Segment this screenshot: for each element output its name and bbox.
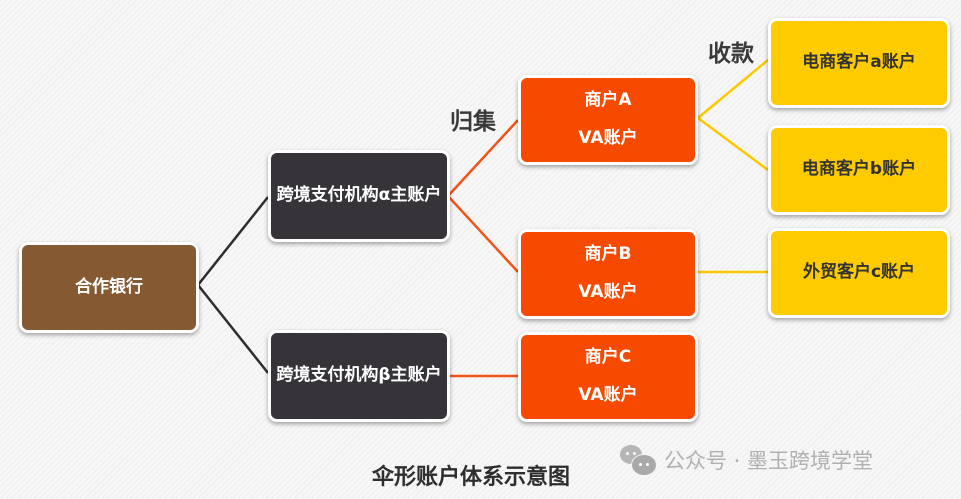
connector-merchant-a-to-clients (695, 59, 769, 172)
receive-label: 收款 (708, 41, 754, 67)
client-a-label: 电商客户a账户 (802, 52, 916, 73)
merchant-a-name: 商户A (584, 90, 632, 111)
merchant-c-account: VA账户 (578, 385, 638, 406)
institution-alpha-label: 跨境支付机构α主账户 (276, 185, 442, 206)
merchant-c-node: 商户C VA账户 (518, 332, 698, 422)
client-a-node: 电商客户a账户 (768, 18, 950, 108)
collect-label: 归集 (450, 109, 496, 135)
merchant-c-name: 商户C (584, 347, 632, 368)
connector-bank-to-institutions (196, 196, 269, 374)
diagram-caption: 伞形账户体系示意图 (372, 465, 571, 490)
connector-alpha-to-merchants (446, 119, 519, 273)
institution-alpha-node: 跨境支付机构α主账户 (268, 150, 450, 242)
client-c-node: 外贸客户c账户 (768, 228, 950, 318)
merchant-a-account: VA账户 (578, 128, 638, 149)
client-b-node: 电商客户b账户 (768, 125, 950, 215)
client-c-label: 外贸客户c账户 (802, 262, 916, 283)
bank-label: 合作银行 (75, 276, 143, 297)
merchant-a-node: 商户A VA账户 (518, 75, 698, 165)
institution-beta-label: 跨境支付机构β主账户 (276, 365, 442, 386)
wechat-icon (620, 445, 657, 476)
bank-node: 合作银行 (19, 242, 199, 333)
merchant-b-node: 商户B VA账户 (518, 229, 698, 319)
merchant-b-account: VA账户 (578, 282, 638, 303)
institution-beta-node: 跨境支付机构β主账户 (268, 330, 450, 422)
client-b-label: 电商客户b账户 (801, 159, 917, 180)
watermark: 公众号 · 墨玉跨境学堂 (620, 445, 874, 476)
watermark-text: 公众号 · 墨玉跨境学堂 (664, 449, 874, 473)
merchant-b-name: 商户B (584, 244, 632, 265)
